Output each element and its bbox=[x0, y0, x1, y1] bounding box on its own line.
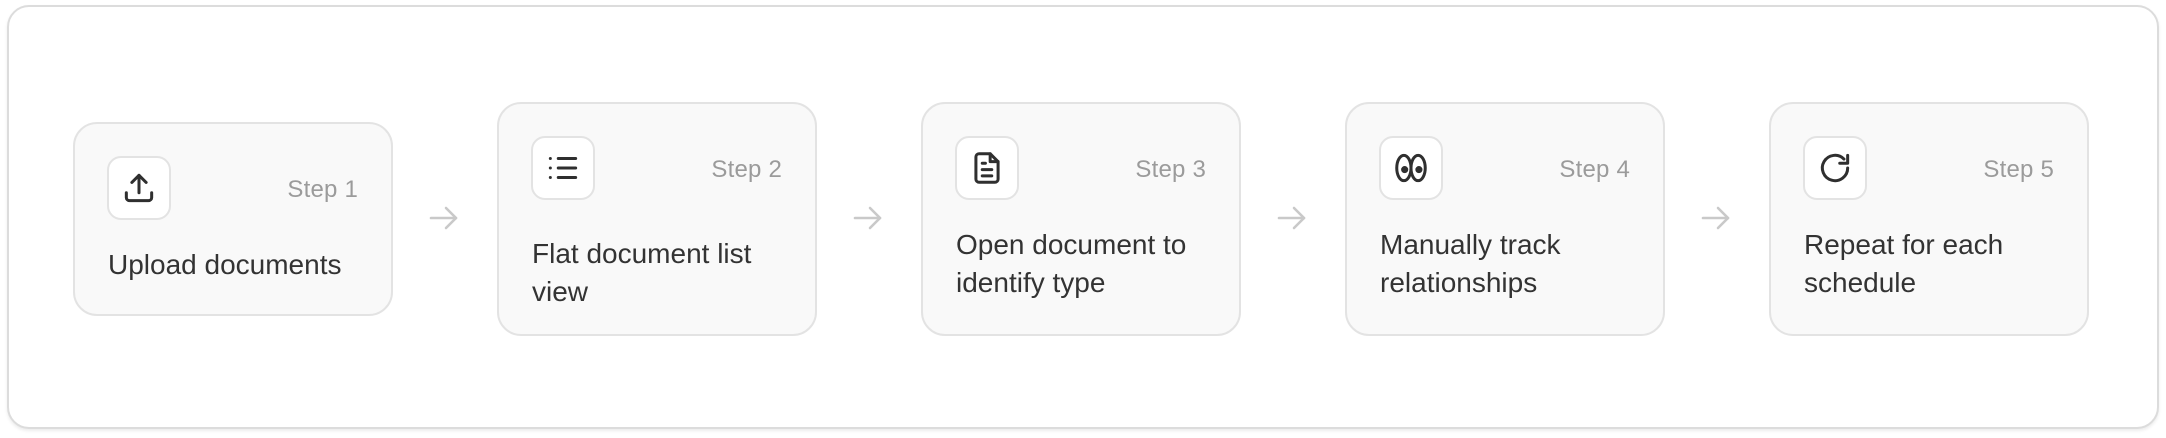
arrow-right-icon bbox=[851, 203, 885, 233]
step-title: Manually track relationships bbox=[1380, 229, 1561, 298]
step-title: Flat document list view bbox=[532, 238, 752, 307]
step-label: Step 5 bbox=[1983, 156, 2054, 183]
step-label: Step 4 bbox=[1559, 156, 1630, 183]
eyes-icon bbox=[1379, 136, 1443, 200]
step-title: Repeat for each schedule bbox=[1804, 229, 2004, 298]
step-card-4: Step 4 Manually track relationships bbox=[1345, 102, 1665, 336]
step-card-5: Step 5 Repeat for each schedule bbox=[1769, 102, 2089, 336]
step-label: Step 2 bbox=[711, 156, 782, 183]
upload-icon bbox=[107, 156, 171, 220]
step-card-2: Step 2 Flat document list view bbox=[497, 102, 817, 336]
arrow-right-icon bbox=[427, 203, 461, 233]
refresh-icon bbox=[1803, 136, 1867, 200]
arrow-right-icon bbox=[1699, 203, 1733, 233]
arrow-right-icon bbox=[1275, 203, 1309, 233]
step-label: Step 3 bbox=[1135, 156, 1206, 183]
step-card-3: Step 3 Open document to identify type bbox=[921, 102, 1241, 336]
step-title: Open document to identify type bbox=[956, 229, 1187, 298]
list-icon bbox=[531, 136, 595, 200]
step-title: Upload documents bbox=[108, 249, 342, 280]
document-icon bbox=[955, 136, 1019, 200]
step-card-1: Step 1 Upload documents bbox=[73, 122, 393, 316]
step-label: Step 1 bbox=[287, 176, 358, 203]
